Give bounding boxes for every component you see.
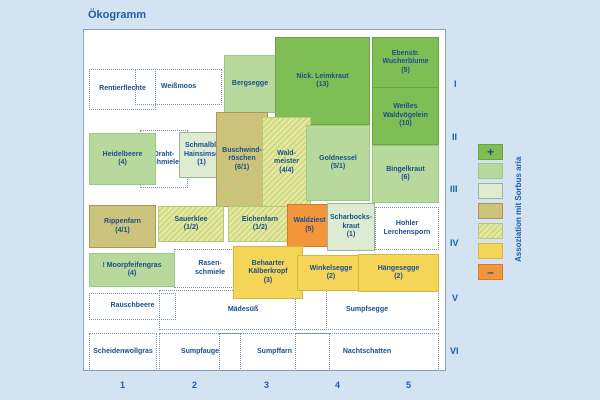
cell-label: Weißes Waldvögelein (10) <box>383 103 428 128</box>
cell-label: Rauschbeere <box>110 302 155 310</box>
cell-label: Weißmoos <box>160 82 197 90</box>
cell-sauerklee: Sauerklee (1/2) <box>158 206 224 242</box>
cell-label: Bergsegge <box>231 79 269 87</box>
cell-label: Sumpfauge <box>180 347 220 355</box>
cell-label: Mädesüß <box>227 305 259 313</box>
cell-label: Sumpffarn <box>257 347 292 355</box>
cell-scheidenwollgras: Scheidenwollgras <box>89 333 157 371</box>
row-label-1: I <box>454 79 457 89</box>
cell-label: Hohler Lerchensporn <box>383 220 431 236</box>
col-label-1: 1 <box>120 380 126 390</box>
cell-label: Rentierflechte <box>99 85 146 93</box>
legend-swatch-minus: – <box>478 264 503 280</box>
row-label-2: II <box>452 132 458 142</box>
cell-nick-leimkraut: Nick. Leimkraut (13) <box>275 37 370 125</box>
legend-plus-symbol: + <box>486 145 494 159</box>
col-label-2: 2 <box>192 380 198 390</box>
cell-label: Schmalbl. Hainsimse (1) <box>183 142 220 167</box>
cell-moorpfeifengras: ! Moorpfeifengras (4) <box>89 253 175 287</box>
cell-label: Scharbocks- kraut (1) <box>329 214 373 239</box>
legend-swatch-pale-green <box>478 183 503 199</box>
cell-winkelsegge: Winkelsegge (2) <box>297 255 365 291</box>
cell-goldnessel: Goldnessel (5/1) <box>306 125 370 201</box>
row-label-6: VI <box>450 346 459 356</box>
cell-label: Wald- meister (4/4) <box>274 149 299 174</box>
cell-label: Rippenfarn (4/1) <box>104 218 141 234</box>
cell-haengesegge: Hängesegge (2) <box>358 254 439 292</box>
col-label-4: 4 <box>335 380 341 390</box>
cell-sumpffarn: Sumpffarn <box>219 333 330 371</box>
cell-sumpfauge: Sumpfauge <box>159 333 241 371</box>
cell-label: Rasen- schmiele <box>195 260 225 276</box>
legend-label-text: Assoziation mit Sorbus aria <box>514 156 523 262</box>
legend-swatch-hatch-yellow <box>478 223 503 239</box>
cell-label: Scheidenwollgras <box>93 347 153 355</box>
cell-behaarter-kaelberkropf: Behaarter Kälberkropf (3) <box>233 246 303 299</box>
legend-label: Assoziation mit Sorbus aria <box>514 157 523 262</box>
cell-rentierflechte: Rentierflechte <box>89 69 156 110</box>
cell-label: Ebenstr. Wucherblume (5) <box>382 49 429 74</box>
cell-label: Goldnessel (5/1) <box>319 154 357 170</box>
legend-swatch-plus: + <box>478 144 503 160</box>
row-label-3: III <box>450 184 458 194</box>
cell-nachtschatten: Nachtschatten <box>295 333 439 371</box>
cell-rauschbeere: Rauschbeere <box>89 293 176 320</box>
row-label-4: IV <box>450 238 459 248</box>
cell-buschwindroeschen: Buschwind- röschen (6/1) <box>216 112 268 207</box>
cell-ebenstr-wucherblume: Ebenstr. Wucherblume (5) <box>372 37 439 88</box>
col-label-3: 3 <box>264 380 270 390</box>
cell-label: Nachtschatten <box>342 347 392 355</box>
cell-label: Bingelkraut (6) <box>386 165 425 181</box>
cell-label: ! Moorpfeifengras (4) <box>102 261 162 277</box>
cell-label: Eichenfarn (1/2) <box>241 215 279 231</box>
legend-swatch-yellow <box>478 243 503 259</box>
cell-label: Nick. Leimkraut (13) <box>296 72 349 88</box>
cell-label: Hängesegge (2) <box>377 264 420 280</box>
cell-bergsegge: Bergsegge <box>224 55 276 113</box>
cell-waldziest: Waldziest (5) <box>287 204 332 247</box>
cell-label: Waldziest (5) <box>293 217 326 233</box>
cell-heidelbeere: Heidelbeere (4) <box>89 133 156 185</box>
cell-sumpfsegge: Sumpfsegge <box>295 290 439 330</box>
cell-label: Behaarter Kälberkropf (3) <box>248 259 288 284</box>
diagram-title: Ökogramm <box>88 9 147 21</box>
cell-label: Buschwind- röschen (6/1) <box>222 146 262 171</box>
row-label-5: V <box>452 293 459 303</box>
cell-bingelkraut: Bingelkraut (6) <box>372 145 439 203</box>
cell-hohler-lerchensporn: Hohler Lerchensporn <box>375 207 439 250</box>
col-label-5: 5 <box>406 380 412 390</box>
cell-weisses-waldvoegelein: Weißes Waldvögelein (10) <box>372 87 439 145</box>
legend-minus-symbol: – <box>487 265 494 279</box>
cell-label: Winkelsegge (2) <box>309 264 353 280</box>
cell-label: Draht- schmiele <box>149 150 179 166</box>
cell-label: Sauerklee (1/2) <box>174 215 208 231</box>
legend-swatch-light-green <box>478 163 503 179</box>
legend-swatch-hatch-orange <box>478 203 503 219</box>
cell-label: Heidelbeere (4) <box>102 150 143 166</box>
cell-scharbockskraut: Scharbocks- kraut (1) <box>327 203 375 251</box>
cell-eichenfarn: Eichenfarn (1/2) <box>228 206 292 242</box>
cell-weissmoos: Weißmoos <box>135 69 222 105</box>
cell-label: Sumpfsegge <box>345 305 388 313</box>
cell-rippenfarn: Rippenfarn (4/1) <box>89 205 156 248</box>
cell-waldmeister: Wald- meister (4/4) <box>262 117 311 208</box>
